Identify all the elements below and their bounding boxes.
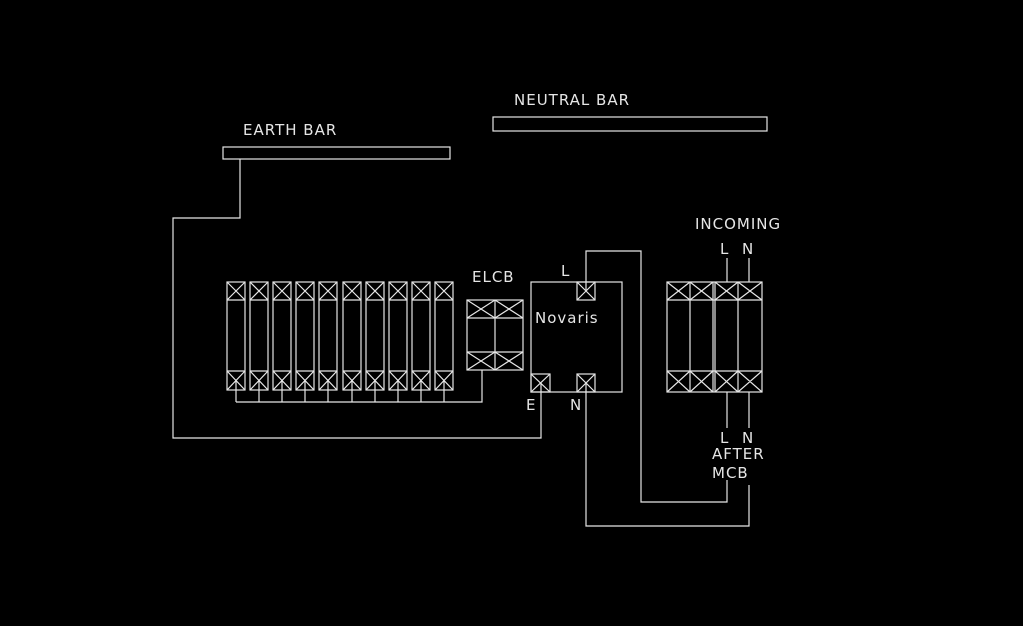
e-terminal	[530, 373, 551, 393]
earth-bar	[222, 146, 451, 160]
live-wire	[585, 250, 728, 503]
neutral-bar-label: NEUTRAL BAR	[514, 91, 630, 109]
main-mcb	[666, 281, 763, 393]
mcb-breaker	[295, 281, 315, 402]
incoming-label: INCOMING	[695, 215, 781, 233]
mcb-breaker	[388, 281, 408, 402]
mcb-breaker	[434, 281, 454, 402]
mcb-breaker	[272, 281, 292, 402]
mcb-breaker	[411, 281, 431, 402]
device-n-label: N	[570, 396, 582, 414]
novaris-device	[530, 281, 623, 393]
after-l-label: L	[720, 429, 729, 447]
mcb-label: MCB	[712, 464, 749, 482]
mcb-breaker	[342, 281, 362, 402]
mcb-breaker	[365, 281, 385, 402]
neutral-bar	[492, 116, 768, 132]
device-l-label: L	[561, 262, 570, 280]
after-n-label: N	[742, 429, 754, 447]
breaker-row	[226, 281, 454, 402]
incoming-l-label: L	[720, 240, 729, 258]
earth-bar-label: EARTH BAR	[243, 121, 337, 139]
after-label: AFTER	[712, 445, 765, 463]
device-e-label: E	[526, 396, 536, 414]
mcb-breaker	[226, 281, 246, 402]
elcb	[466, 299, 524, 371]
mcb-breaker	[318, 281, 338, 402]
incoming-n-label: N	[742, 240, 754, 258]
mcb-breaker	[249, 281, 269, 402]
breaker-bus-wire	[236, 370, 483, 403]
neutral-wire	[585, 383, 750, 527]
novaris-label: Novaris	[535, 309, 599, 327]
elcb-label: ELCB	[472, 268, 515, 286]
earth-wire	[172, 159, 542, 439]
